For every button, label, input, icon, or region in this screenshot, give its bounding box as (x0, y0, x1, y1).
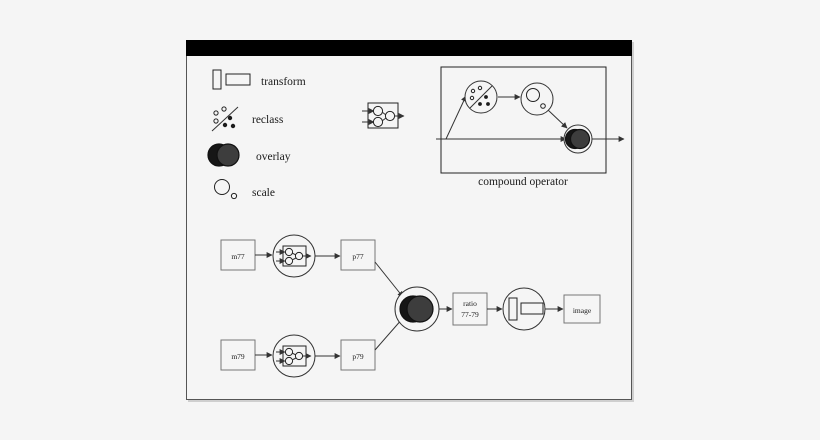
workflow-box-p79-label: p79 (352, 352, 364, 361)
reclass-icon (211, 106, 239, 132)
legend-label-transform: transform (261, 76, 306, 88)
palette-graph-icon-button[interactable] (362, 102, 405, 129)
workflow-op-reclass-79[interactable] (272, 334, 316, 378)
legend: transform reclass (207, 69, 306, 200)
compound-node-overlay[interactable] (563, 124, 593, 154)
workflow-box-ratio-label-line2: 77-79 (461, 310, 479, 319)
workflow-box-m77[interactable]: m77 (220, 239, 256, 271)
workflow-box-p79[interactable]: p79 (340, 339, 376, 371)
overlay-icon (207, 143, 240, 167)
window-titlebar (186, 40, 632, 56)
workflow-op-reclass-77[interactable] (272, 234, 316, 278)
legend-row-scale[interactable]: scale (214, 179, 275, 200)
workflow-box-ratio-label-line1: ratio (463, 299, 477, 308)
workflow-box-image-label: image (573, 306, 592, 315)
workflow-box-m79[interactable]: m79 (220, 339, 256, 371)
workflow-box-m77-label: m77 (231, 252, 245, 261)
workflow-box-p77-label: p77 (352, 252, 364, 261)
compound-node-scale[interactable] (520, 82, 554, 116)
legend-label-scale: scale (252, 187, 275, 199)
legend-row-transform[interactable]: transform (212, 69, 306, 90)
workflow-box-image[interactable]: image (563, 294, 601, 324)
workflow-op-transform[interactable] (502, 287, 546, 331)
compound-operator-group[interactable]: compound operator (436, 66, 625, 188)
legend-label-reclass: reclass (252, 114, 284, 126)
workflow-box-ratio[interactable]: ratio 77-79 (452, 292, 488, 326)
workflow-op-overlay[interactable] (394, 286, 440, 332)
workflow-graph[interactable]: m77 p77 (220, 234, 601, 378)
legend-row-reclass[interactable]: reclass (211, 106, 284, 132)
legend-label-overlay: overlay (256, 151, 291, 163)
transform-icon (212, 69, 251, 90)
compound-node-reclass[interactable] (464, 80, 498, 114)
workflow-box-p77[interactable]: p77 (340, 239, 376, 271)
workflow-box-m79-label: m79 (231, 352, 245, 361)
legend-row-overlay[interactable]: overlay (207, 143, 291, 167)
scale-icon (214, 179, 238, 200)
compound-operator-caption: compound operator (478, 176, 568, 188)
